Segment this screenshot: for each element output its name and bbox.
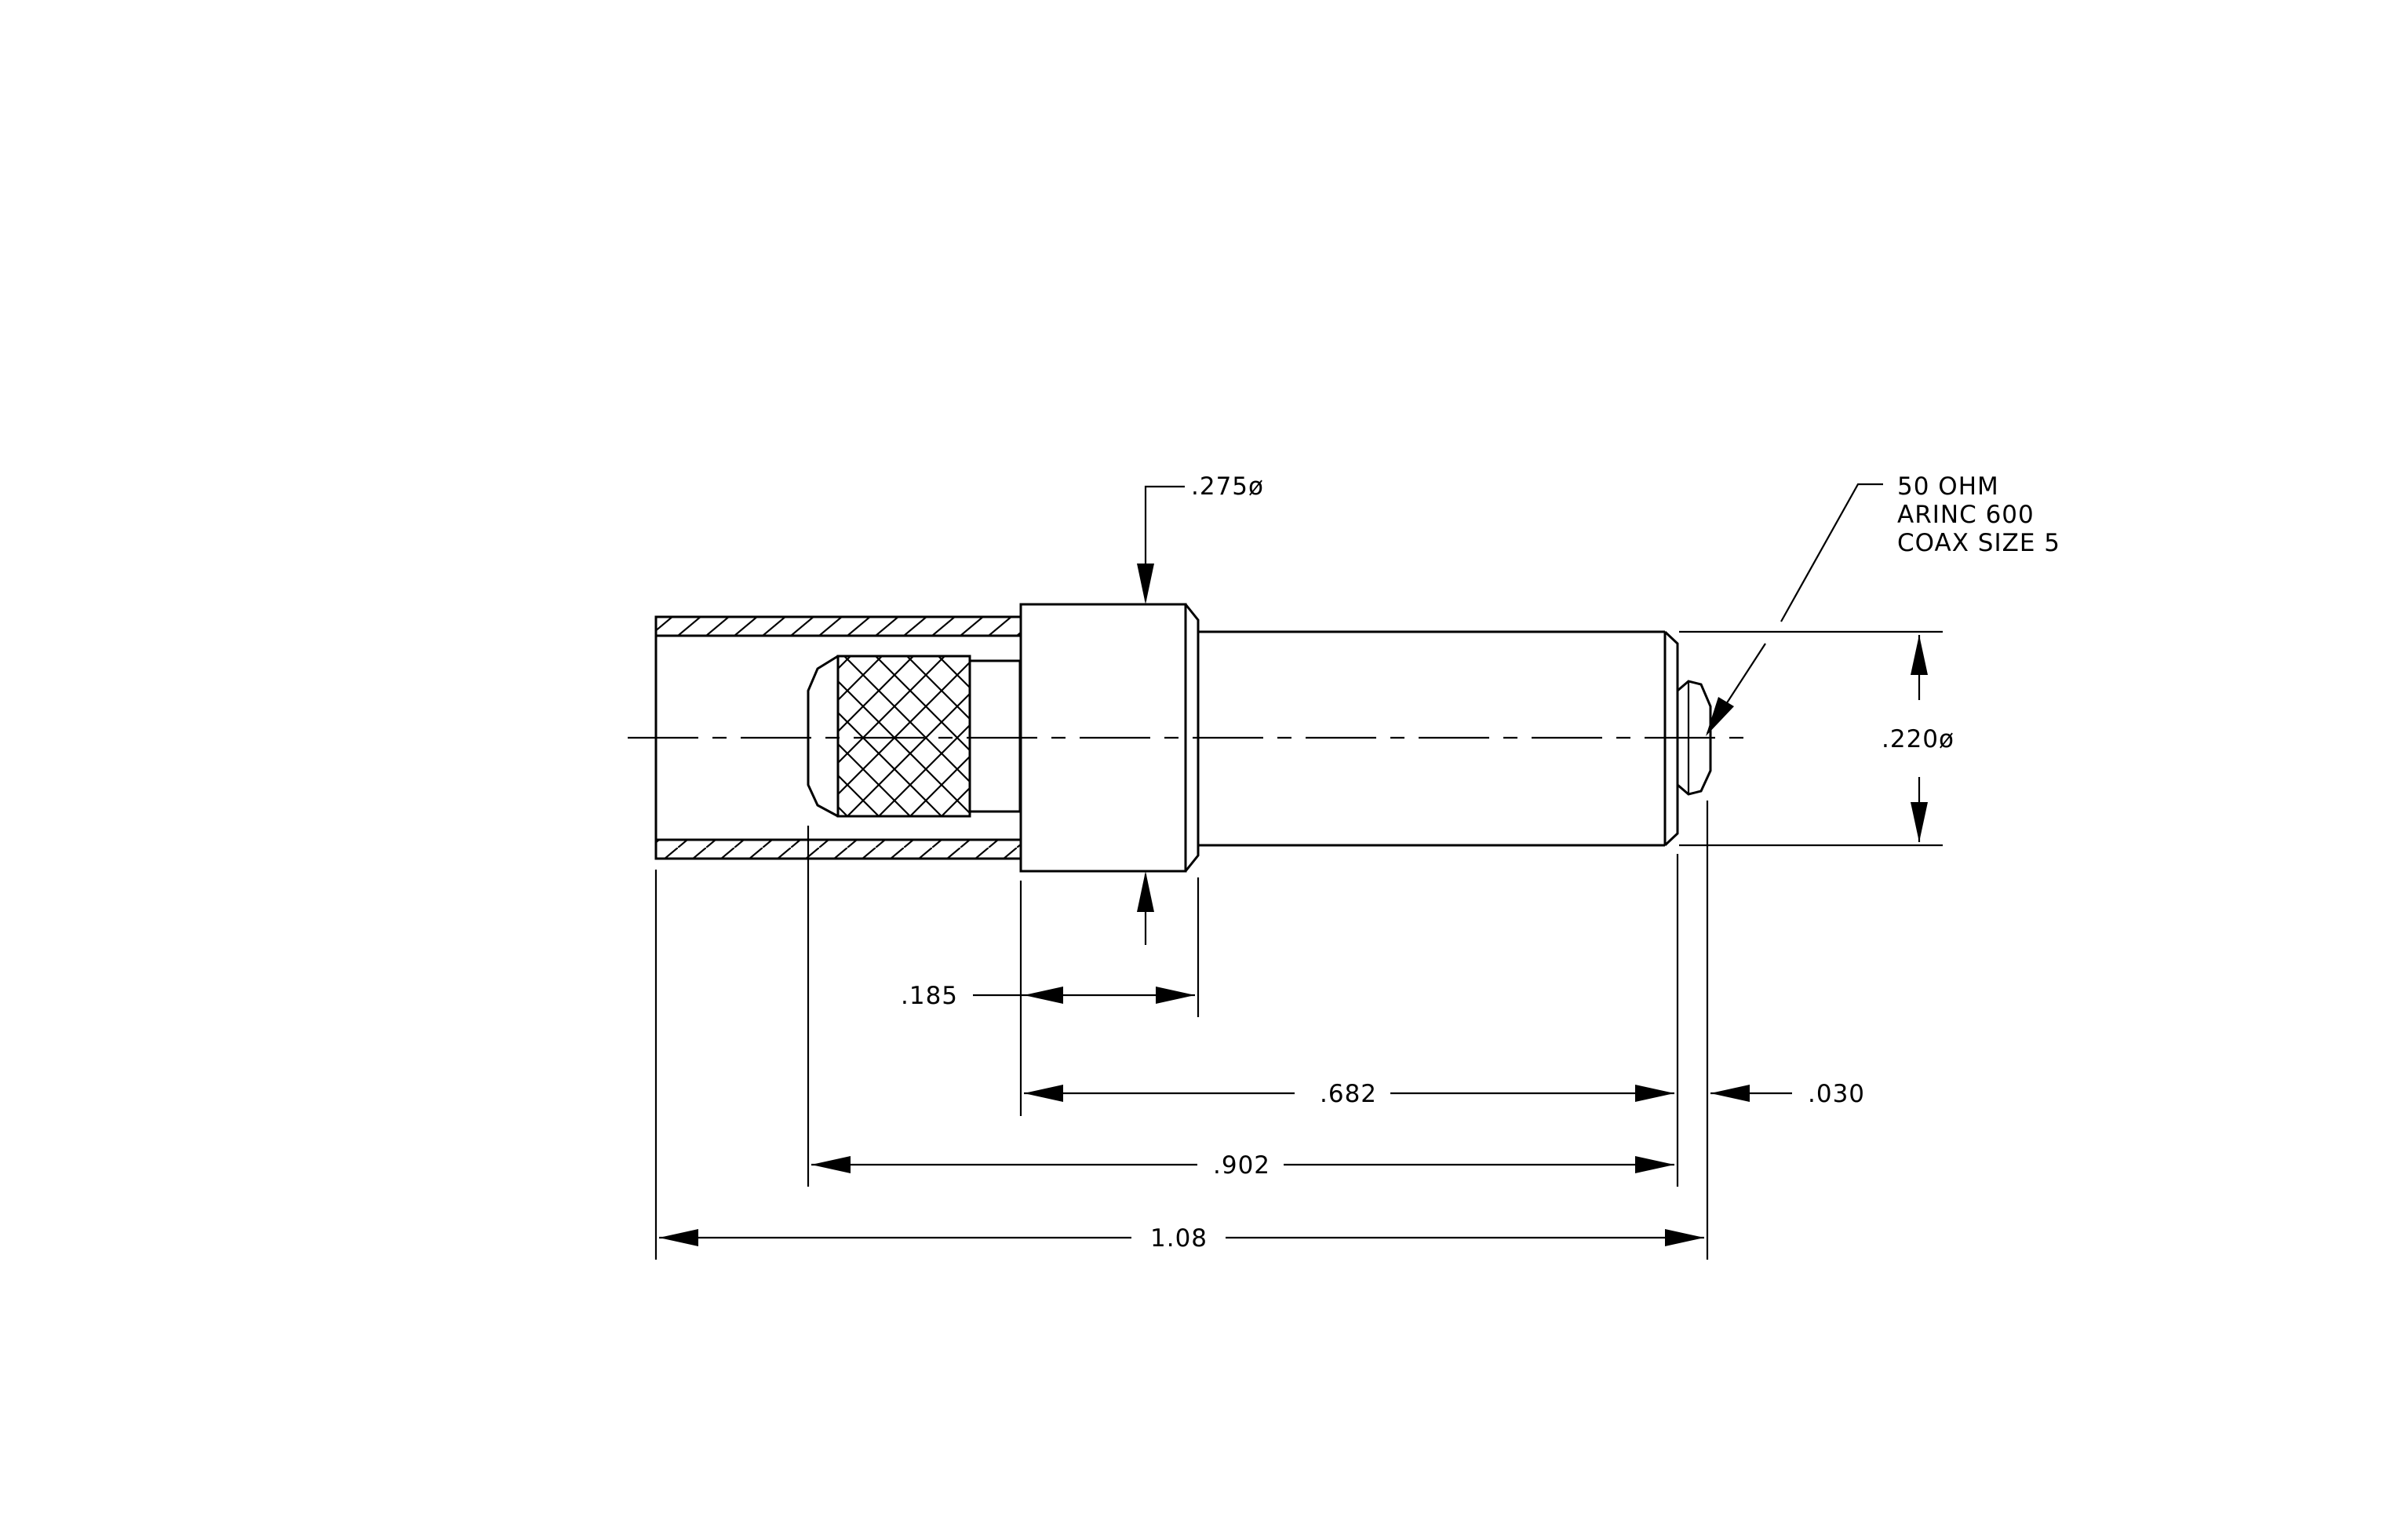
dim-275-dia: .275ø [1137,472,1264,945]
note-callout: 50 OHM ARINC 600 COAX SIZE 5 [1706,472,2060,736]
note-line-1: 50 OHM [1897,472,1999,501]
dimensions: .275ø .220ø .185 [654,472,1954,1260]
extension-lines [654,801,1709,1260]
crimp-sleeve [654,615,1022,860]
dim-030: .030 [1710,1080,1865,1108]
dim-220-dia: .220ø [1679,630,1954,847]
dim-682: .682 [1024,1080,1674,1108]
dim-682-label: .682 [1320,1080,1377,1108]
knurled-section [807,655,1022,818]
dim-185: .185 [901,982,1195,1010]
dim-108-label: 1.08 [1150,1224,1208,1253]
dim-030-label: .030 [1808,1080,1865,1108]
dim-185-label: .185 [901,982,958,1010]
dim-108: 1.08 [659,1224,1704,1253]
dim-220-label: .220ø [1882,725,1954,753]
note-line-3: COAX SIZE 5 [1897,529,2060,557]
dim-902: .902 [811,1151,1674,1180]
note-line-2: ARINC 600 [1897,501,2035,529]
dim-902-label: .902 [1213,1151,1270,1180]
dim-275-label: .275ø [1191,472,1264,501]
part-outline [628,603,1758,873]
